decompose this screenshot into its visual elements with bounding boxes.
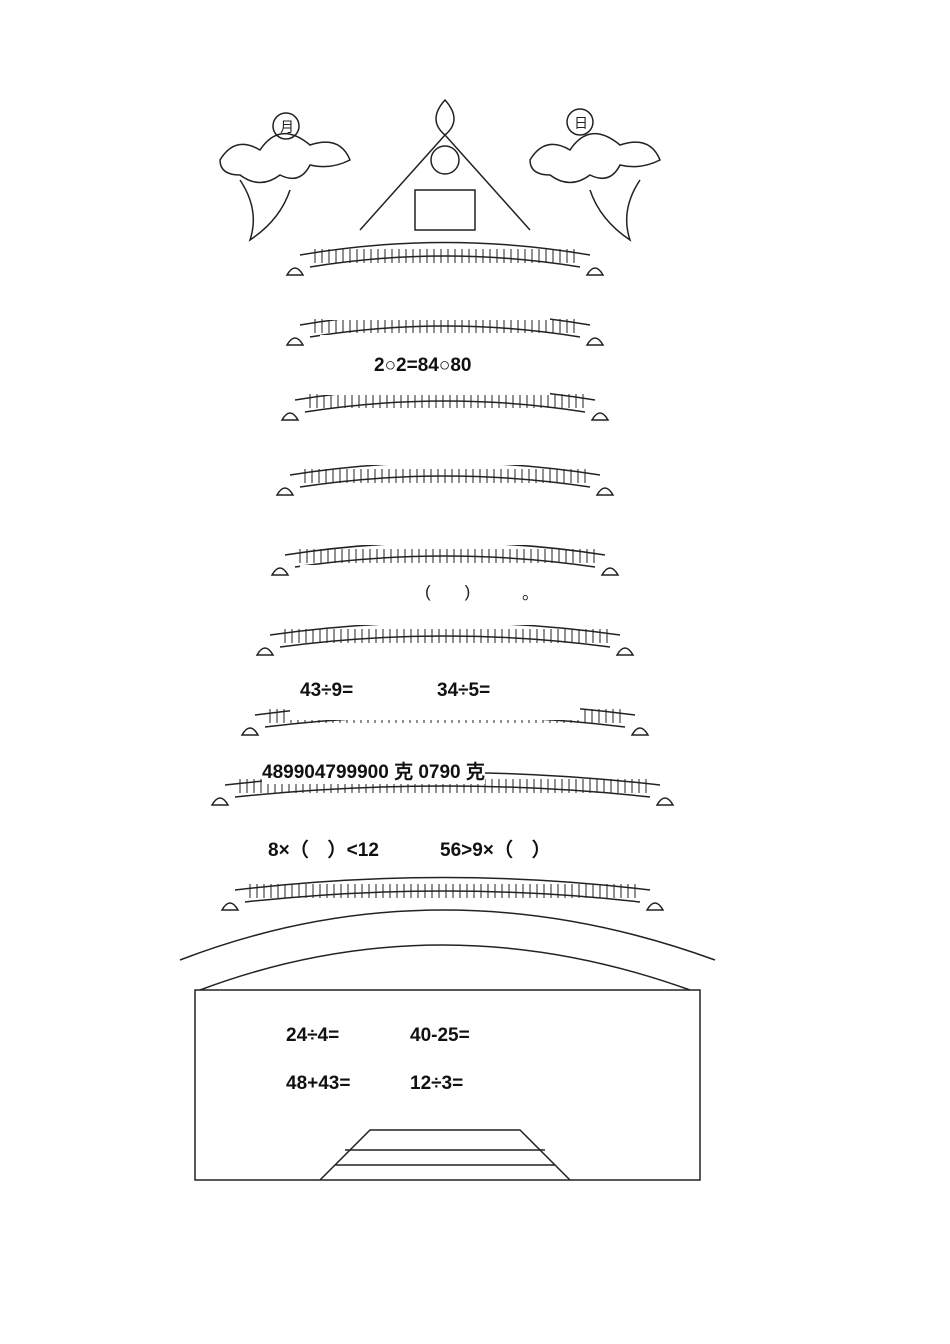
yin-yang-icon (430, 145, 460, 175)
lantern-icon (615, 647, 635, 656)
lantern-icon (255, 647, 275, 656)
lantern-icon (585, 337, 605, 346)
finial-icon (435, 98, 455, 136)
lantern-icon (595, 487, 615, 496)
division-problem: 34÷5= (437, 680, 491, 701)
inequality-problem: 56>9×（ ） (440, 840, 551, 861)
lantern-icon (280, 412, 300, 421)
lantern-icon (655, 797, 675, 806)
compare-equation: 2○2=84○80 (374, 355, 472, 376)
roof-tier (234, 876, 651, 903)
panel-base: 24÷4= 40-25= 48+43= 12÷3= (272, 1005, 575, 1105)
lantern-icon (645, 902, 665, 911)
right-cloud-icon (529, 108, 661, 242)
panel-level6: 43÷9= 34÷5= (290, 660, 580, 720)
arith-problem: 12÷3= (410, 1073, 464, 1094)
answer-paren: ( ) (425, 582, 471, 601)
period: 。 (522, 584, 539, 603)
lantern-icon (270, 567, 290, 576)
lantern-icon (585, 267, 605, 276)
lantern-icon (285, 267, 305, 276)
blank-panel (325, 270, 550, 320)
lantern-icon (240, 727, 260, 736)
arith-problem: 24÷4= (286, 1025, 340, 1046)
arith-problem: 40-25= (410, 1025, 470, 1046)
weight-text: 489904799900 克 0790 克 (262, 757, 485, 784)
lantern-icon (600, 567, 620, 576)
lantern-icon (285, 337, 305, 346)
lantern-icon (220, 902, 240, 911)
left-cloud-icon (219, 112, 351, 242)
arith-problem: 48+43= (286, 1073, 351, 1094)
moon-char: 月 (280, 119, 294, 135)
panel-level2: 2○2=84○80 (320, 335, 550, 395)
roof-tier (284, 541, 606, 568)
blank-panel (310, 495, 555, 545)
panel-level7: 8×（ ）<12 56>9×（ ） (255, 815, 580, 875)
division-problem: 43÷9= (300, 680, 354, 701)
lantern-icon (590, 412, 610, 421)
roof-tier (269, 621, 621, 648)
blank-panel (310, 415, 550, 465)
lantern-icon (630, 727, 650, 736)
panel-level5: ( ) 。 (300, 565, 575, 625)
inequality-problem: 8×（ ）<12 (268, 840, 379, 861)
lantern-icon (275, 487, 295, 496)
lantern-icon (210, 797, 230, 806)
sun-char: 日 (574, 115, 588, 131)
